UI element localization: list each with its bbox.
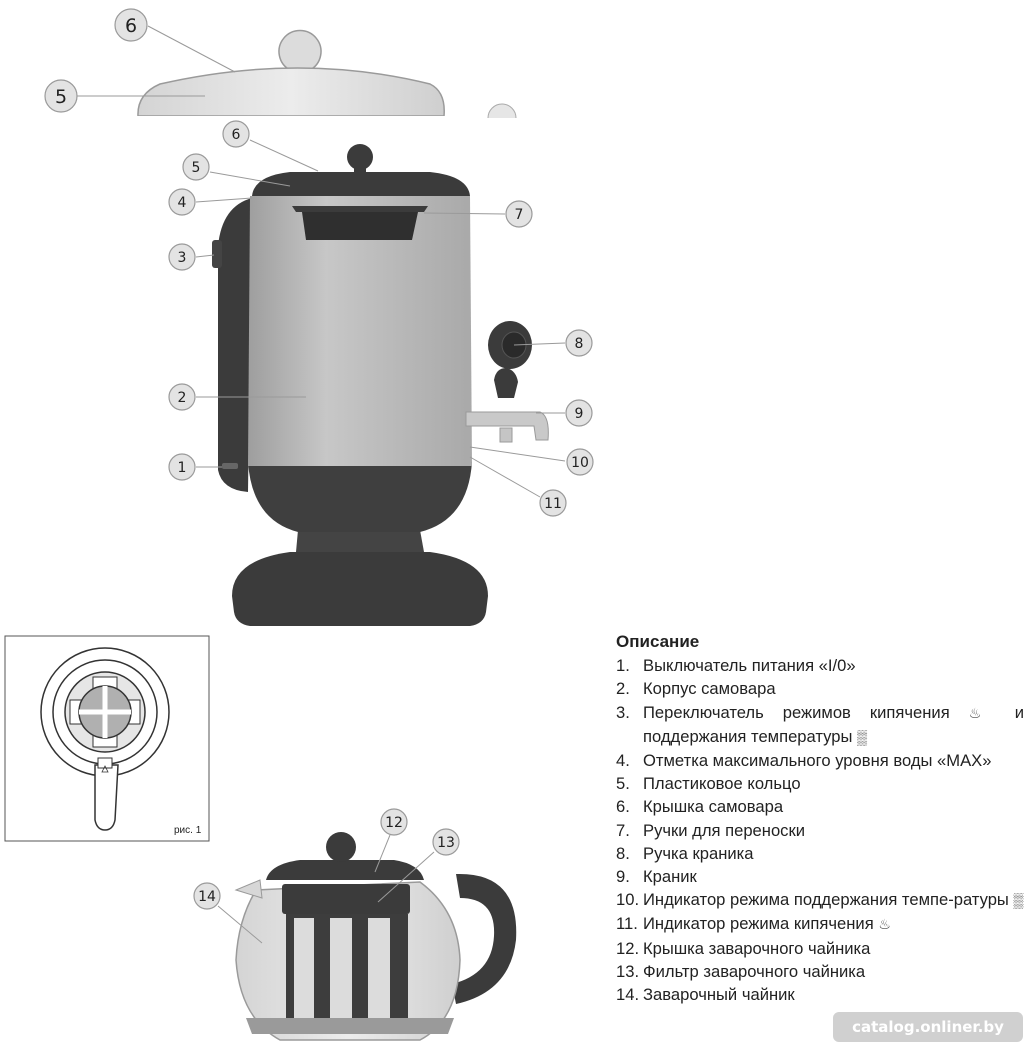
callout-5: 5: [182, 153, 210, 181]
list-item: 14.Заварочный чайник: [616, 985, 795, 1005]
callout-4: 4: [168, 188, 196, 216]
boil-icon: ♨: [968, 704, 996, 721]
callout-13: 13: [432, 828, 460, 856]
svg-text:2: 2: [178, 390, 187, 406]
description-heading: Описание: [616, 632, 700, 651]
leader-lines: [77, 25, 566, 944]
boil-icon: ♨: [878, 916, 891, 933]
callout-7: 7: [505, 200, 533, 228]
svg-text:11: 11: [544, 496, 562, 512]
list-item: 2.Корпус самовара: [616, 679, 776, 699]
list-item: 3.Переключатель режимов кипячения ♨ и по…: [616, 702, 1024, 746]
keep-warm-icon: ▒: [1013, 892, 1024, 909]
callout-top-5: 5: [44, 79, 78, 113]
top-view-inset: рис. 1: [4, 635, 210, 842]
callout-3: 3: [168, 243, 196, 271]
list-item: 11.Индикатор режима кипячения ♨: [616, 914, 891, 934]
callout-11: 11: [539, 489, 567, 517]
figure-caption: рис. 1: [174, 825, 202, 836]
svg-text:13: 13: [437, 835, 455, 851]
svg-text:5: 5: [192, 160, 201, 176]
samovar: [212, 144, 549, 626]
svg-text:1: 1: [178, 460, 187, 476]
watermark: catalog.onliner.by: [833, 1012, 1023, 1042]
teapot: [234, 832, 517, 1041]
list-item: 10.Индикатор режима поддержания темпе-ра…: [616, 890, 1024, 910]
callout-6: 6: [222, 120, 250, 148]
callout-8: 8: [565, 329, 593, 357]
list-item: 6.Крышка самовара: [616, 797, 784, 817]
svg-text:12: 12: [385, 815, 403, 831]
callout-14: 14: [193, 882, 221, 910]
callout-12: 12: [380, 808, 408, 836]
svg-text:8: 8: [575, 336, 584, 352]
svg-text:14: 14: [198, 889, 216, 905]
list-item: 8.Ручка краника: [616, 843, 754, 863]
svg-text:10: 10: [571, 455, 589, 471]
list-item: 12.Крышка заварочного чайника: [616, 938, 871, 958]
callout-9: 9: [565, 399, 593, 427]
list-item: 9.Краник: [616, 867, 697, 887]
callout-top-6: 6: [114, 8, 148, 42]
enlarged-lid-detail: [130, 29, 517, 122]
keep-warm-icon: ▒: [857, 728, 867, 745]
svg-text:9: 9: [575, 406, 584, 422]
list-item: 1.Выключатель питания «I/0»: [616, 656, 856, 676]
svg-text:7: 7: [515, 207, 524, 223]
svg-text:6: 6: [125, 15, 137, 37]
list-item: 5.Пластиковое кольцо: [616, 774, 801, 794]
svg-text:4: 4: [178, 195, 187, 211]
list-item: 4.Отметка максимального уровня воды «MAX…: [616, 751, 992, 771]
list-item: 13.Фильтр заварочного чайника: [616, 961, 866, 981]
callout-2: 2: [168, 383, 196, 411]
callout-10: 10: [566, 448, 594, 476]
description-section: Описание 1.Выключатель питания «I/0» 2.К…: [616, 630, 1024, 1006]
svg-text:6: 6: [232, 127, 241, 143]
svg-text:3: 3: [178, 250, 187, 266]
svg-text:5: 5: [55, 86, 67, 108]
parts-list: 1.Выключатель питания «I/0» 2.Корпус сам…: [616, 654, 1024, 1006]
callout-1: 1: [168, 453, 196, 481]
list-item: 7.Ручки для переноски: [616, 820, 805, 840]
